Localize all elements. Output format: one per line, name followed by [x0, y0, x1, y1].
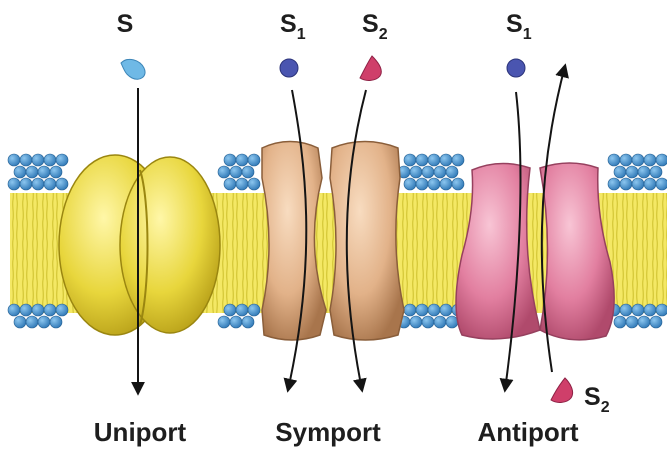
lipid-head: [440, 304, 452, 316]
lipid-head: [608, 154, 620, 166]
lipid-head: [428, 178, 440, 190]
lipid-head: [446, 166, 458, 178]
lipid-head: [242, 316, 254, 328]
lipid-head: [440, 154, 452, 166]
lipid-head: [632, 178, 644, 190]
symport-s2-label: S2: [362, 10, 388, 43]
lipid-head: [14, 166, 26, 178]
symport-label: Symport: [275, 417, 381, 447]
antiport-s1-label: S1: [506, 10, 532, 43]
uniport-substrate: [121, 59, 145, 79]
uniport-substrate-label: S: [117, 10, 134, 38]
lipid-head: [422, 316, 434, 328]
lipid-head: [14, 316, 26, 328]
lipid-head: [644, 304, 656, 316]
lipid-head: [632, 154, 644, 166]
lipid-head: [218, 316, 230, 328]
lipid-head: [44, 154, 56, 166]
lipid-head: [428, 154, 440, 166]
lipid-head: [248, 178, 260, 190]
lipid-head: [620, 178, 632, 190]
lipid-head: [236, 154, 248, 166]
symport-s1-substrate: [280, 59, 298, 77]
lipid-head: [656, 178, 667, 190]
lipid-head: [26, 166, 38, 178]
lipid-head: [434, 166, 446, 178]
symport-s1-label: S1: [280, 10, 306, 43]
lipid-head: [44, 178, 56, 190]
lipid-head: [614, 316, 626, 328]
lipid-head: [434, 316, 446, 328]
lipid-head: [224, 178, 236, 190]
lipid-head: [248, 304, 260, 316]
lipid-head: [242, 166, 254, 178]
lipid-head: [32, 154, 44, 166]
lipid-head: [8, 154, 20, 166]
lipid-head: [416, 178, 428, 190]
lipid-head: [446, 316, 458, 328]
lipid-head: [32, 178, 44, 190]
lipid-head: [410, 316, 422, 328]
lipid-head: [626, 316, 638, 328]
lipid-head: [20, 178, 32, 190]
lipid-head: [626, 166, 638, 178]
lipid-head: [218, 166, 230, 178]
lipid-head: [20, 304, 32, 316]
lipid-head: [416, 154, 428, 166]
lipid-head: [50, 166, 62, 178]
lipid-head: [224, 304, 236, 316]
lipid-head: [224, 154, 236, 166]
lipid-head: [440, 178, 452, 190]
lipid-head: [620, 154, 632, 166]
uniport-protein: [59, 155, 220, 335]
lipid-head: [20, 154, 32, 166]
lipid-head: [236, 178, 248, 190]
lipid-head: [38, 316, 50, 328]
lipid-head: [452, 178, 464, 190]
lipid-head: [404, 154, 416, 166]
lipid-head: [8, 178, 20, 190]
lipid-head: [50, 316, 62, 328]
lipid-head: [32, 304, 44, 316]
lipid-head: [44, 304, 56, 316]
lipid-head: [404, 304, 416, 316]
lipid-head: [236, 304, 248, 316]
antiport-s1-substrate: [507, 59, 525, 77]
lipid-head: [644, 178, 656, 190]
lipid-head: [650, 316, 662, 328]
lipid-head: [56, 178, 68, 190]
lipid-head: [416, 304, 428, 316]
lipid-head: [230, 166, 242, 178]
lipid-head: [650, 166, 662, 178]
lipid-head: [656, 304, 667, 316]
antiport-label: Antiport: [477, 417, 578, 447]
lipid-head: [638, 166, 650, 178]
lipid-head: [452, 154, 464, 166]
lipid-head: [428, 304, 440, 316]
lipid-head: [248, 154, 260, 166]
lipid-head: [8, 304, 20, 316]
lipid-head: [620, 304, 632, 316]
lipid-head: [56, 154, 68, 166]
lipid-head: [656, 154, 667, 166]
lipid-head: [644, 154, 656, 166]
uniport-label: Uniport: [94, 417, 187, 447]
lipid-head: [422, 166, 434, 178]
lipid-head: [614, 166, 626, 178]
symport-s2-substrate: [360, 56, 381, 80]
lipid-head: [632, 304, 644, 316]
lipid-head: [56, 304, 68, 316]
lipid-head: [410, 166, 422, 178]
lipid-head: [404, 178, 416, 190]
lipid-head: [38, 166, 50, 178]
lipid-head: [230, 316, 242, 328]
lipid-head: [638, 316, 650, 328]
lipid-head: [608, 178, 620, 190]
antiport-s2-label: S2: [584, 383, 610, 416]
antiport-s2-substrate: [551, 378, 573, 402]
lipid-head: [26, 316, 38, 328]
